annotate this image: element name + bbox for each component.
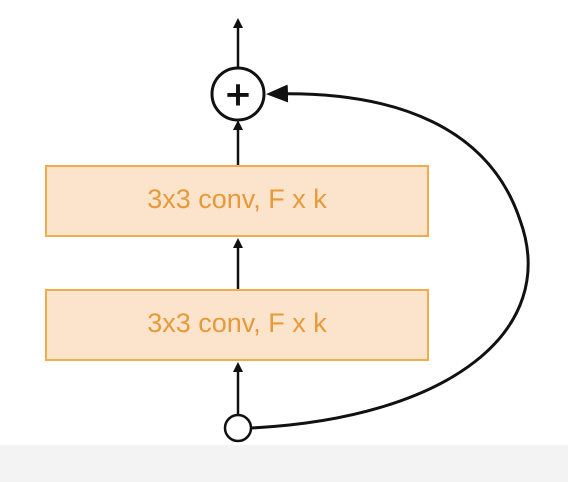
sum-node	[210, 66, 266, 122]
conv-block-bottom	[45, 289, 429, 361]
conv-block-top-label: 3x3 conv, F x k	[147, 184, 327, 214]
conv-block-bottom-label: 3x3 conv, F x k	[147, 308, 327, 338]
plus-icon: +	[224, 75, 253, 115]
bottom-band	[0, 445, 568, 482]
skip-connection-arrow	[250, 84, 530, 430]
conv-block-top	[45, 165, 429, 237]
input-node	[223, 413, 253, 443]
